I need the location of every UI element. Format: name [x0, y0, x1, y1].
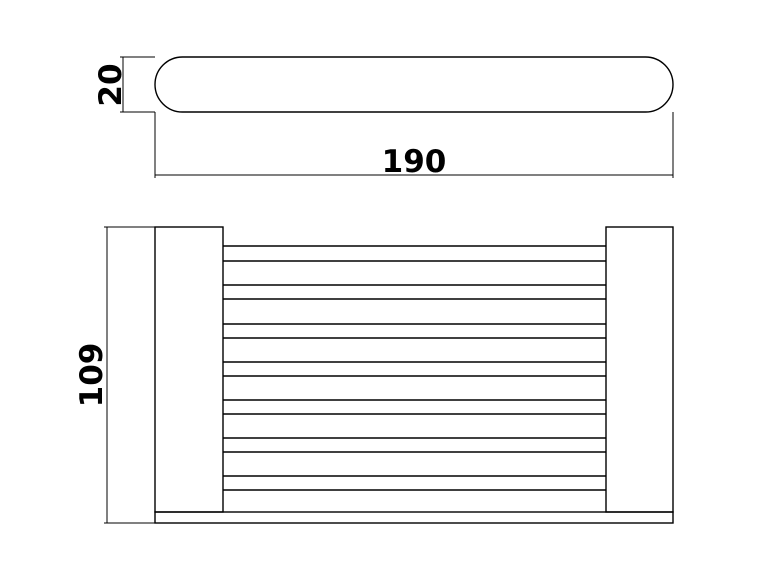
top-view: 20 190 [93, 56, 674, 180]
top-height-dimension-label: 20 [93, 63, 129, 106]
front-view: 109 [74, 226, 674, 524]
top-view-outline [154, 56, 674, 113]
width-dimension-label: 190 [382, 144, 447, 180]
front-base-plate [154, 511, 674, 524]
front-left-block [154, 226, 224, 513]
front-height-dimension-label: 109 [74, 343, 110, 408]
front-rail-group [223, 245, 606, 491]
front-right-block [605, 226, 674, 513]
